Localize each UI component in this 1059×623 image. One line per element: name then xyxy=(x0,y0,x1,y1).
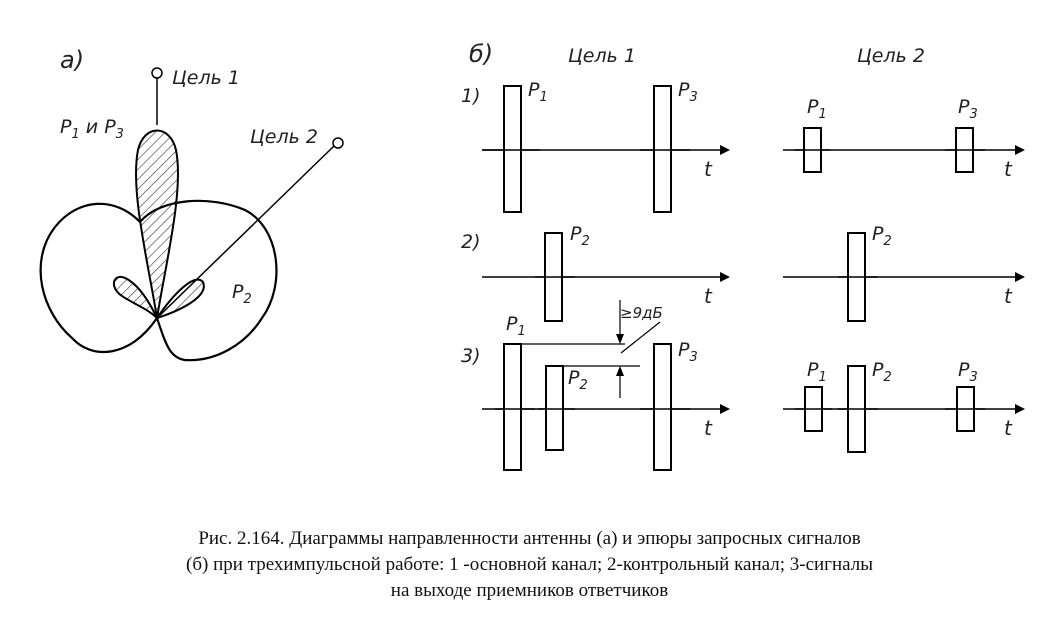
caption-line-1: Рис. 2.164. Диаграммы направленности ант… xyxy=(198,528,861,549)
svg-text:t: t xyxy=(704,284,713,308)
row2-label: 2) xyxy=(461,231,481,253)
panel-b-label: б) xyxy=(469,40,493,68)
panel-a-label: а) xyxy=(60,46,84,74)
label-r2c2-p2: P2 xyxy=(872,223,892,249)
db-note: ≥9дБ xyxy=(620,304,663,322)
col2-title: Цель 2 xyxy=(857,45,925,67)
target2-marker xyxy=(332,137,344,149)
svg-text:t: t xyxy=(1004,157,1013,181)
omni-label: P2 xyxy=(232,281,252,307)
pulse-r1c1-p3 xyxy=(653,85,672,213)
svg-text:t: t xyxy=(1004,284,1013,308)
target1-marker xyxy=(151,67,163,79)
caption-line-3: на выходе приемников ответчиков xyxy=(390,580,669,601)
label-r3c2-p2: P2 xyxy=(872,359,892,385)
main-lobe xyxy=(135,129,179,319)
svg-text:t: t xyxy=(704,157,713,181)
pulse-r1c1-p1 xyxy=(503,85,522,213)
pulse-r3c1-p3 xyxy=(653,343,672,471)
label-r1c2-p3: P3 xyxy=(958,96,978,122)
side-lobe-right xyxy=(154,278,205,320)
target1-label: Цель 1 xyxy=(172,67,240,89)
svg-text:t: t xyxy=(1004,416,1013,440)
pulse-r3c1-p1 xyxy=(503,343,522,471)
target2-label: Цель 2 xyxy=(250,126,318,148)
label-r3c2-p3: P3 xyxy=(958,359,978,385)
row2-col1-axis: t xyxy=(482,272,730,308)
label-r3c1-p1: P1 xyxy=(506,313,526,339)
label-r1c1-p1: P1 xyxy=(528,79,548,105)
label-r3c1-p3: P3 xyxy=(678,339,698,365)
row3-label: 3) xyxy=(461,345,481,367)
label-r3c2-p1: P1 xyxy=(807,359,827,385)
svg-text:t: t xyxy=(704,416,713,440)
db-leader xyxy=(620,321,661,354)
row1-label: 1) xyxy=(461,85,481,107)
label-r2c1-p2: P2 xyxy=(570,223,590,249)
lobe-label: P1 и P3 xyxy=(60,116,124,142)
col1-title: Цель 1 xyxy=(568,45,636,67)
pulse-r3c1-p2 xyxy=(545,365,564,451)
panel-b: б) Цель 1 Цель 2 1) 2) 3) t t t t xyxy=(461,40,1025,471)
row2-col2-axis: t xyxy=(783,272,1025,308)
figure-caption: Рис. 2.164. Диаграммы направленности ант… xyxy=(0,526,1059,604)
panel-a: а) Цель 1 Цель 2 P1 и P3 P2 xyxy=(39,46,344,362)
label-r1c2-p1: P1 xyxy=(807,96,827,122)
caption-line-2: (б) при трехимпульсной работе: 1 -основн… xyxy=(186,554,873,575)
label-r1c1-p3: P3 xyxy=(678,79,698,105)
target2-line xyxy=(156,145,335,319)
side-lobe-left xyxy=(112,276,158,319)
label-r3c1-p2: P2 xyxy=(568,367,588,393)
